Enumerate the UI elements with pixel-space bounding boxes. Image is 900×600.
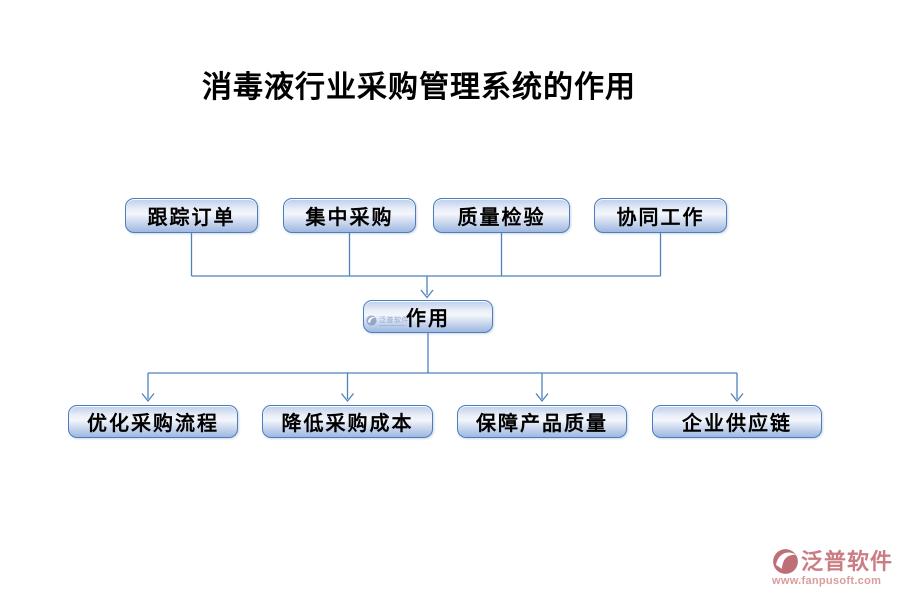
fanpu-logo-text: 泛普软件 [801, 548, 894, 574]
fanpu-logo-url: www.fanpusoft.com [772, 575, 882, 587]
connector-top-stubs [190, 233, 662, 276]
fanpu-brand: 泛普软件 www.fanpusoft.com [772, 548, 897, 588]
node-reduce-procurement-cost: 降低采购成本 [262, 405, 433, 438]
connector-bottom-arrows [147, 373, 738, 399]
node-optimize-procurement-process: 优化采购流程 [68, 405, 238, 438]
node-role-center: 作用 [363, 300, 493, 333]
arrowhead-bottom-3 [535, 393, 549, 403]
node-track-orders: 跟踪订单 [125, 198, 258, 233]
arrowhead-center [420, 289, 434, 299]
node-ensure-product-quality: 保障产品质量 [457, 405, 627, 438]
arrowhead-bottom-2 [340, 393, 355, 403]
node-collaborative-work: 协同工作 [594, 198, 727, 233]
fanpu-logo-icon [773, 549, 798, 574]
arrowhead-bottom-4 [730, 393, 744, 403]
page-title: 消毒液行业采购管理系统的作用 [202, 71, 636, 104]
node-centralized-procurement: 集中采购 [283, 198, 416, 233]
node-enterprise-supply-chain: 企业供应链 [652, 405, 822, 438]
node-quality-inspection: 质量检验 [433, 198, 570, 233]
arrowhead-bottom-1 [141, 393, 155, 403]
